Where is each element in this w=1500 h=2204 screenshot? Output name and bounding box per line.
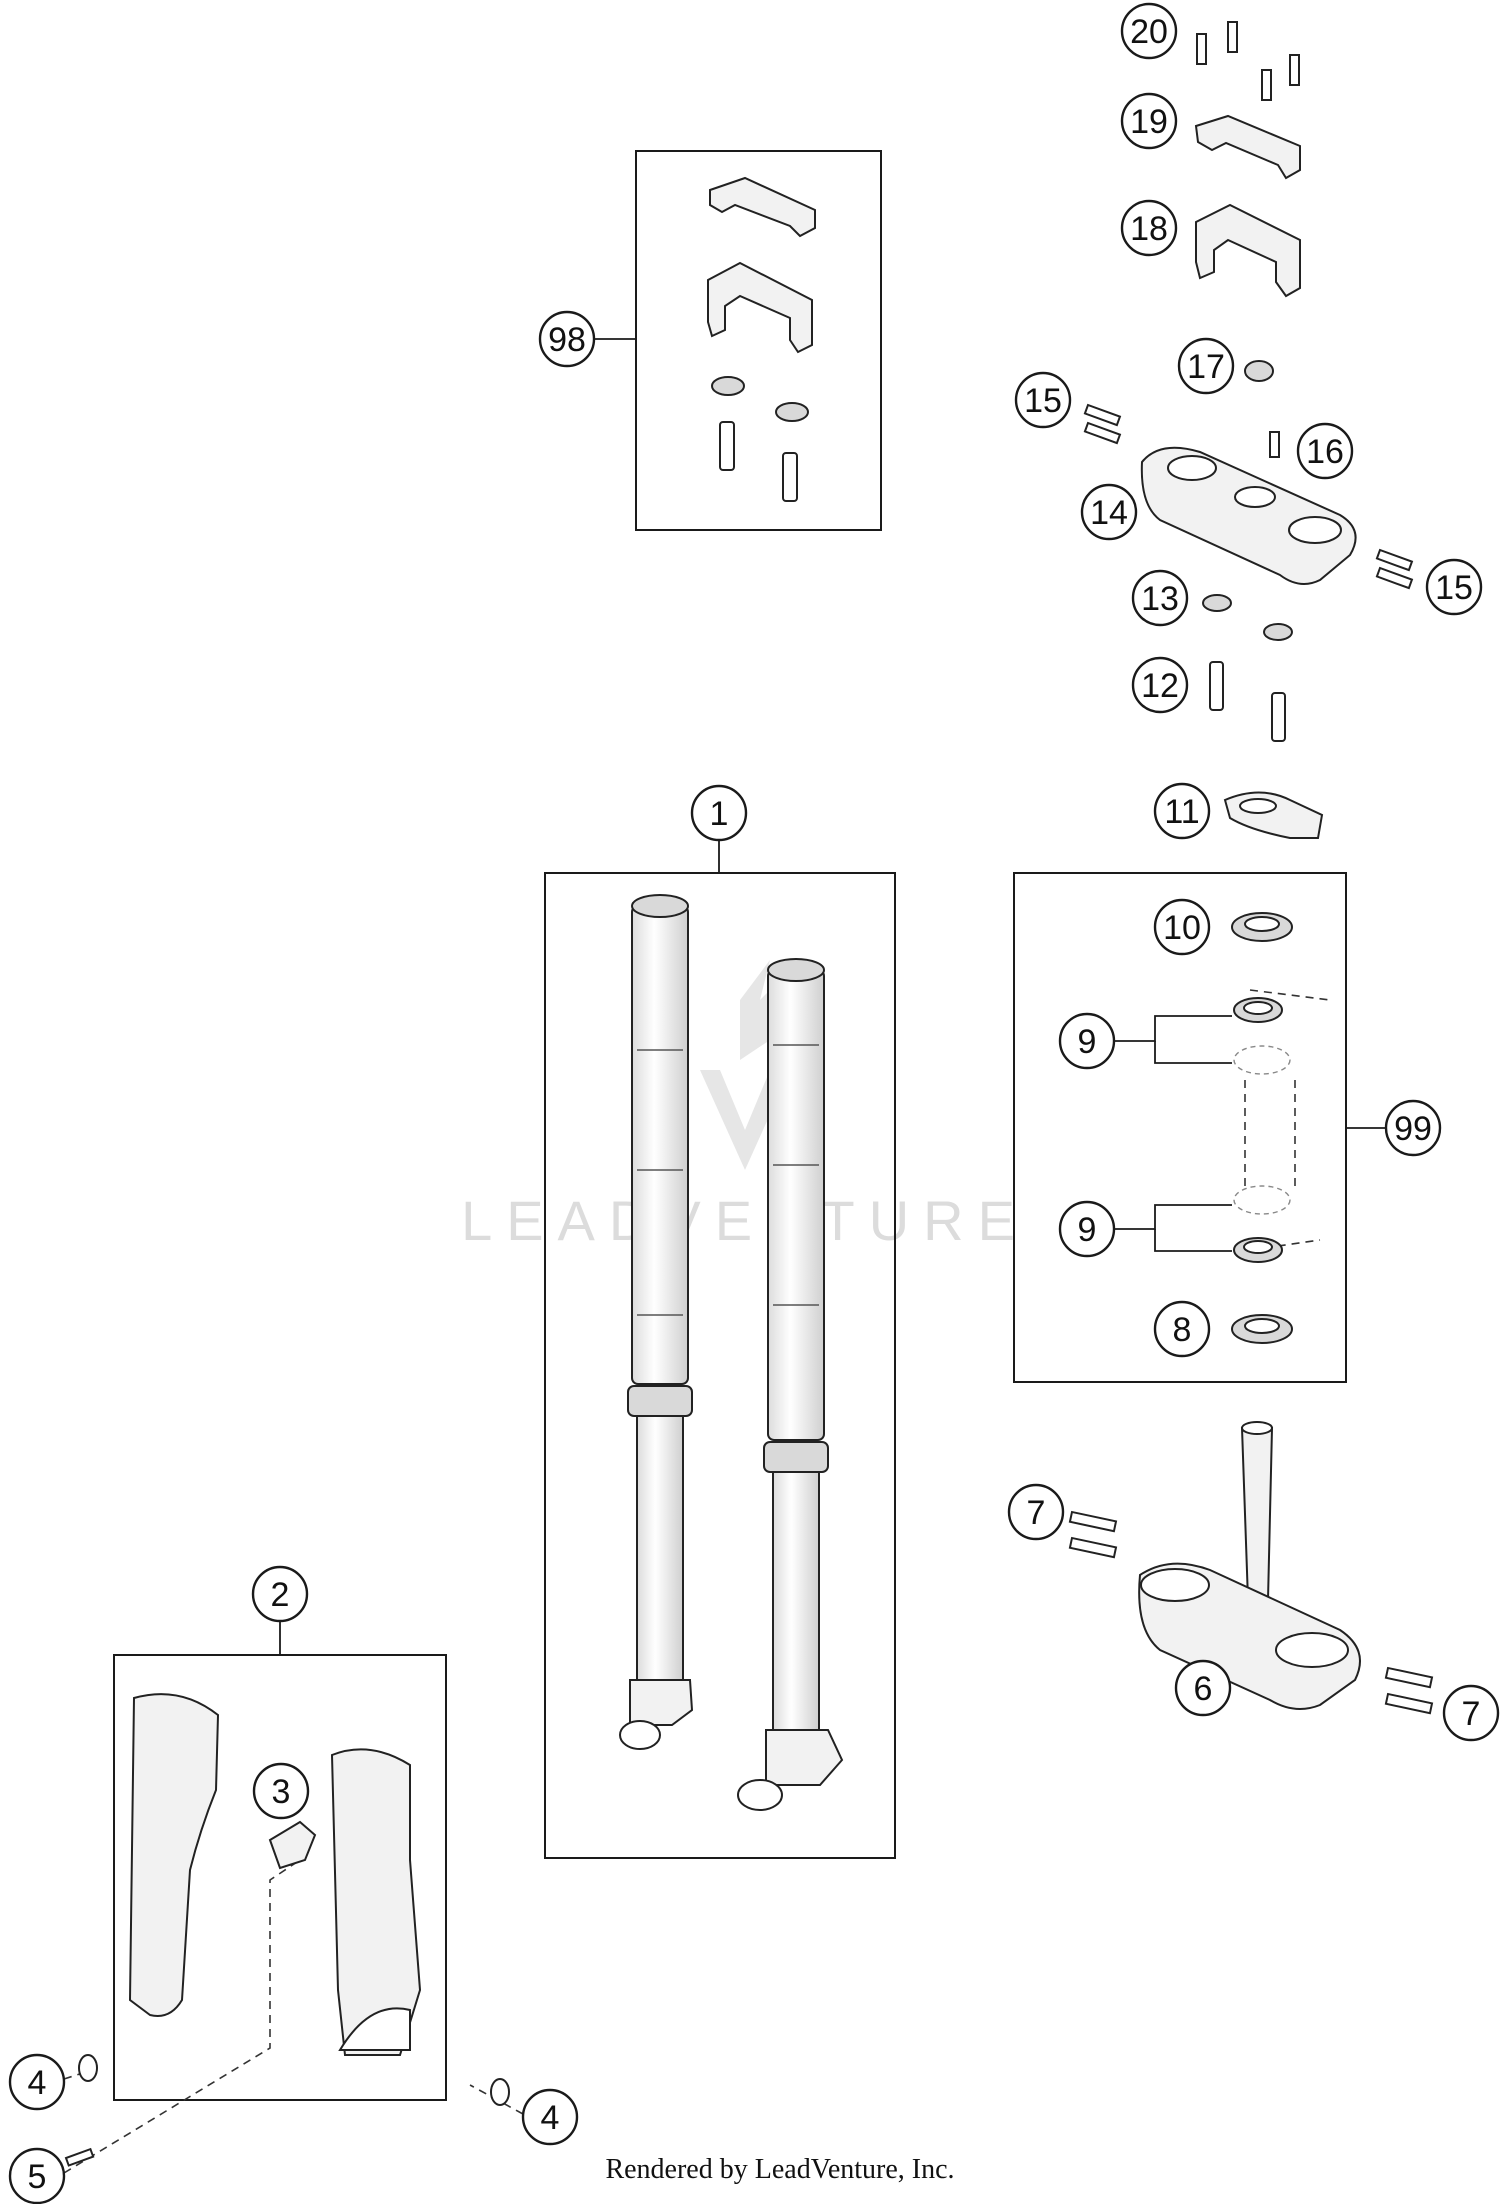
callout-number: 8: [1173, 1311, 1192, 1349]
watermark: LEADVENTURE: [461, 960, 1029, 1252]
callout-16: 16: [1296, 422, 1354, 480]
callout-9: 9: [1058, 1200, 1116, 1258]
callout-circle: [1153, 1300, 1211, 1358]
callout-circle: [1131, 569, 1189, 627]
callout-circle: [1007, 1483, 1065, 1541]
callout-4: 4: [8, 2053, 66, 2111]
callout-circle: [252, 1762, 310, 1820]
steering-bearing-kit: [1231, 912, 1293, 1344]
callout-number: 9: [1078, 1023, 1097, 1061]
callout-number: 16: [1306, 433, 1344, 471]
callout-number: 1: [710, 795, 729, 833]
callout-circle: [1131, 656, 1189, 714]
callout-12: 12: [1131, 656, 1189, 714]
callout-9: 9: [1058, 1012, 1116, 1070]
callout-10: 10: [1153, 898, 1211, 956]
callout-17: 17: [1177, 337, 1235, 395]
fork-guards: [64, 1693, 510, 2167]
callout-circle: [538, 310, 596, 368]
callout-98: 98: [538, 310, 596, 368]
callout-number: 18: [1130, 210, 1168, 248]
callout-circle: [8, 2147, 66, 2204]
callout-number: 15: [1024, 382, 1062, 420]
callout-circle: [1058, 1200, 1116, 1258]
callout-circle: [1177, 337, 1235, 395]
callout-number: 11: [1164, 793, 1199, 831]
callout-circle: [1058, 1012, 1116, 1070]
callout-circle: [8, 2053, 66, 2111]
callout-circle: [1120, 199, 1178, 257]
callout-11: 11: [1153, 782, 1211, 840]
callout-number: 7: [1027, 1494, 1046, 1532]
callout-circle: [251, 1565, 309, 1623]
callout-number: 19: [1130, 103, 1168, 141]
callout-8: 8: [1153, 1300, 1211, 1358]
callout-circle: [1153, 898, 1211, 956]
callout-circle: [1384, 1099, 1442, 1157]
kit-98-parts: [707, 176, 816, 502]
group-box-98: [635, 150, 882, 531]
callout-circle: [1425, 558, 1483, 616]
watermark-text: LEADVENTURE: [461, 1189, 1029, 1252]
upper-clamp-parts: [1194, 21, 1301, 298]
callout-7: 7: [1442, 1684, 1500, 1742]
callout-number: 6: [1194, 1670, 1213, 1708]
callout-number: 14: [1090, 494, 1128, 532]
callout-number: 2: [271, 1576, 290, 1614]
footer-credit: Rendered by LeadVenture, Inc.: [0, 2154, 1500, 2186]
fork-legs: [619, 894, 844, 1811]
callout-number: 10: [1163, 909, 1201, 947]
callout-circle: [1296, 422, 1354, 480]
callout-number: 17: [1187, 348, 1225, 386]
callout-circle: [1442, 1684, 1500, 1742]
callout-number: 98: [548, 321, 586, 359]
callout-7: 7: [1007, 1483, 1065, 1541]
callout-19: 19: [1120, 92, 1178, 150]
group-box-1: [544, 872, 896, 1859]
callout-number: 13: [1141, 580, 1179, 618]
lower-triple-clamp: [1068, 1421, 1434, 1715]
callout-number: 20: [1130, 13, 1168, 51]
callout-number: 4: [28, 2064, 47, 2102]
callout-15: 15: [1014, 371, 1072, 429]
callout-circle: [521, 2088, 579, 2146]
callout-circle: [1120, 2, 1178, 60]
callout-circle: [1174, 1659, 1232, 1717]
callout-number: 9: [1078, 1211, 1097, 1249]
callout-13: 13: [1131, 569, 1189, 627]
callout-99: 99: [1384, 1099, 1442, 1157]
callout-number: 99: [1394, 1110, 1432, 1148]
callout-number: 4: [541, 2099, 560, 2137]
callout-number: 5: [28, 2158, 47, 2196]
callout-number: 3: [272, 1773, 291, 1811]
callout-number: 12: [1141, 667, 1179, 705]
callout-3: 3: [252, 1762, 310, 1820]
callout-4: 4: [521, 2088, 579, 2146]
callout-circle: [690, 784, 748, 842]
callout-circle: [1014, 371, 1072, 429]
callout-15: 15: [1425, 558, 1483, 616]
callout-18: 18: [1120, 199, 1178, 257]
callout-number: 7: [1462, 1695, 1481, 1733]
callout-20: 20: [1120, 2, 1178, 60]
callout-6: 6: [1174, 1659, 1232, 1717]
upper-triple-clamp: [1083, 360, 1414, 839]
callout-14: 14: [1080, 483, 1138, 541]
callout-circle: [1080, 483, 1138, 541]
footer-credit-text: Rendered by LeadVenture, Inc.: [605, 2154, 955, 2185]
callout-2: 2: [251, 1565, 309, 1623]
callout-5: 5: [8, 2147, 66, 2204]
callout-1: 1: [690, 784, 748, 842]
callout-circle: [1153, 782, 1211, 840]
callout-circle: [1120, 92, 1178, 150]
callout-number: 15: [1435, 569, 1473, 607]
leader-lines: [63, 338, 1386, 2174]
